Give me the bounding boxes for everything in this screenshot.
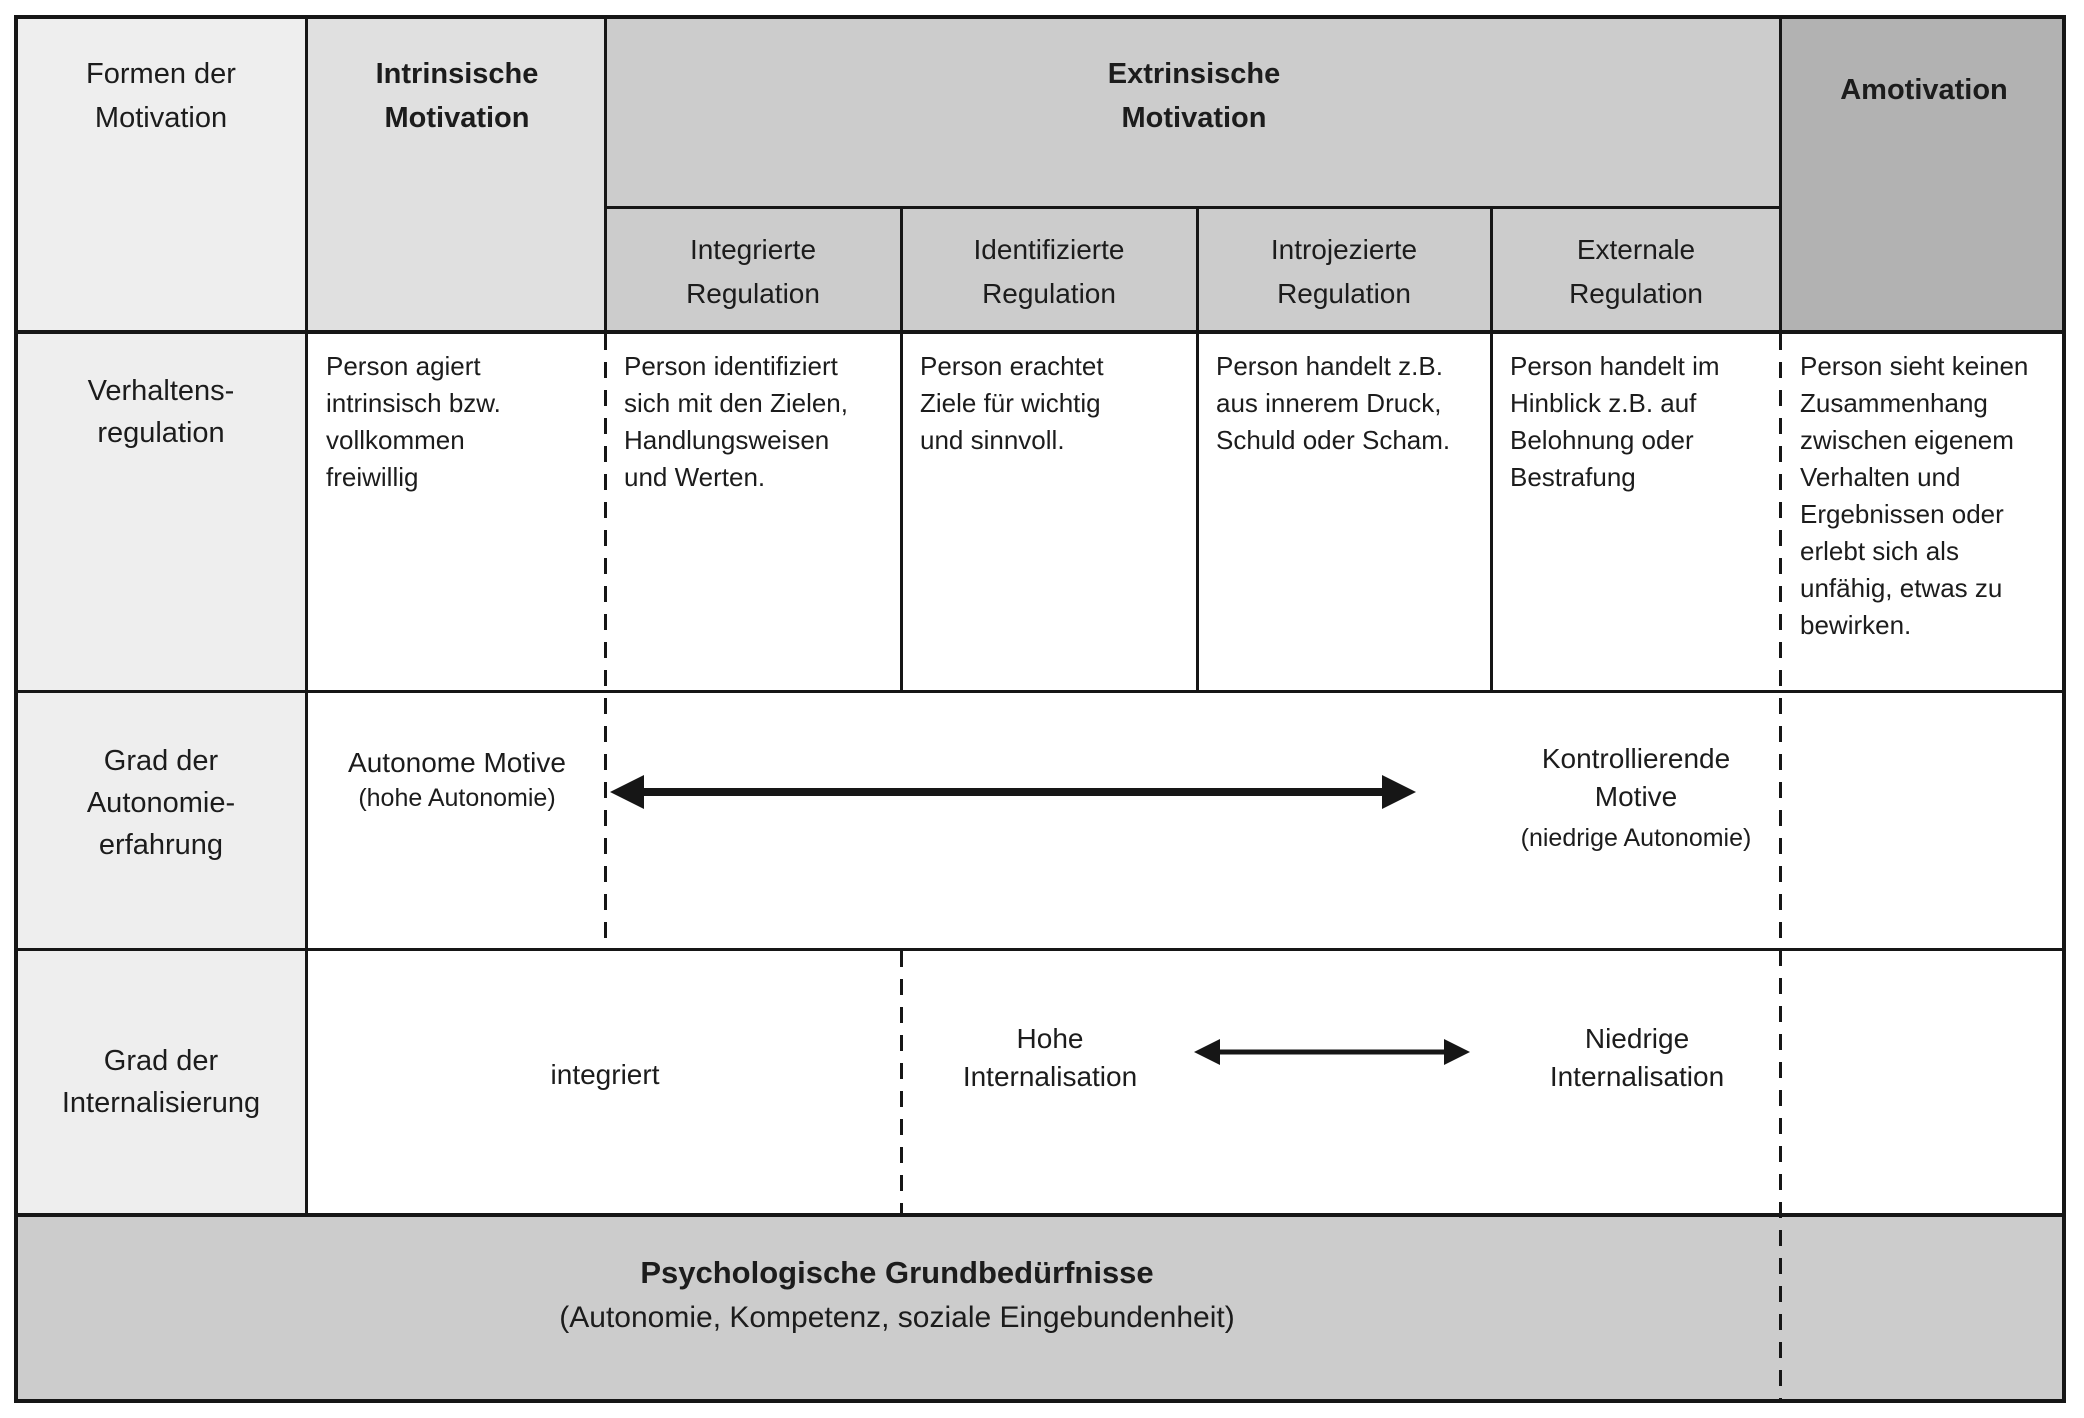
header-bottom-divider xyxy=(14,330,2066,334)
cell-externale-description: Person handelt im Hinblick z.B. auf Belo… xyxy=(1510,351,1720,492)
subcol-divider-3 xyxy=(1490,208,1493,692)
row-label-verhaltensregulation: Verhaltens- regulation xyxy=(87,375,235,449)
autonome-motive-label: Autonome Motive xyxy=(348,747,566,778)
intrinsic-header-bg xyxy=(308,15,606,332)
dashed-divider-internalisation xyxy=(900,951,903,1213)
cell-introjezierte-description: Person handelt z.B. aus innerem Druck, S… xyxy=(1216,351,1451,455)
dashed-divider-amotivation xyxy=(1779,334,1782,1399)
dashed-divider-intrinsic xyxy=(604,334,607,948)
subheader-identifizierte: Identifizierte Regulation xyxy=(973,234,1125,309)
row-divider-1 xyxy=(14,690,2066,693)
footer-subtitle: (Autonomie, Kompetenz, soziale Eingebund… xyxy=(559,1301,1235,1334)
footer-top-divider xyxy=(14,1213,2066,1217)
amotivation-header-bg xyxy=(1782,15,2066,332)
subheader-top-divider xyxy=(606,206,1782,209)
amotivation-header-divider xyxy=(1779,15,1782,332)
subheader-introjezierte: Introjezierte Regulation xyxy=(1270,234,1418,309)
internalisation-spectrum-double-arrow-icon xyxy=(1194,1039,1470,1065)
table-corner-title: Formen der Motivation xyxy=(86,58,236,134)
row-label-bg-autonomie xyxy=(14,692,308,950)
row-divider-2 xyxy=(14,948,2066,951)
corner-cell-bg xyxy=(14,15,308,332)
column-header-amotivation: Amotivation xyxy=(1840,74,2008,106)
extrinsic-header-bg xyxy=(606,15,1782,332)
hohe-internalisation-label: Hohe Internalisation xyxy=(962,1023,1138,1092)
autonomy-spectrum-double-arrow-icon xyxy=(610,775,1416,809)
table-outer-border xyxy=(14,15,2066,1403)
row-label-bg-internalisierung xyxy=(14,950,308,1215)
cell-amotivation-description: Person sieht keinen Zusammenhang zwische… xyxy=(1800,351,2029,640)
cell-integrierte-description: Person identifiziert sich mit den Zielen… xyxy=(624,351,848,492)
row-label-bg-verhaltensregulation xyxy=(14,332,308,692)
niedrige-internalisation-label: Niedrige Internalisation xyxy=(1549,1023,1725,1092)
column-header-extrinsic: Extrinsische Motivation xyxy=(1107,58,1281,134)
cell-identifizierte-description: Person erachtet Ziele für wichtig und si… xyxy=(920,351,1104,455)
intrinsic-extrinsic-divider xyxy=(604,15,607,332)
niedrige-autonomie-label: (niedrige Autonomie) xyxy=(1520,824,1752,852)
footer-bg xyxy=(14,1215,2066,1403)
subcol-divider-1 xyxy=(900,208,903,692)
subcol-divider-2 xyxy=(1196,208,1199,692)
row-label-internalisierung: Grad der Internalisierung xyxy=(61,1045,261,1119)
cell-intrinsic-description: Person agiert intrinsisch bzw. vollkomme… xyxy=(326,351,501,492)
subheader-externale: Externale Regulation xyxy=(1569,234,1703,309)
kontrollierende-motive-label: Kontrollierende Motive xyxy=(1541,743,1731,812)
hohe-autonomie-label: (hohe Autonomie) xyxy=(358,784,556,812)
integriert-label: integriert xyxy=(550,1059,660,1090)
label-column-divider xyxy=(305,15,308,1215)
column-header-intrinsic: Intrinsische Motivation xyxy=(375,58,539,134)
subheader-integrierte: Integrierte Regulation xyxy=(686,234,820,309)
footer-title: Psychologische Grundbedürfnisse xyxy=(640,1255,1154,1290)
row-label-autonomie: Grad der Autonomie- erfahrung xyxy=(86,745,236,861)
